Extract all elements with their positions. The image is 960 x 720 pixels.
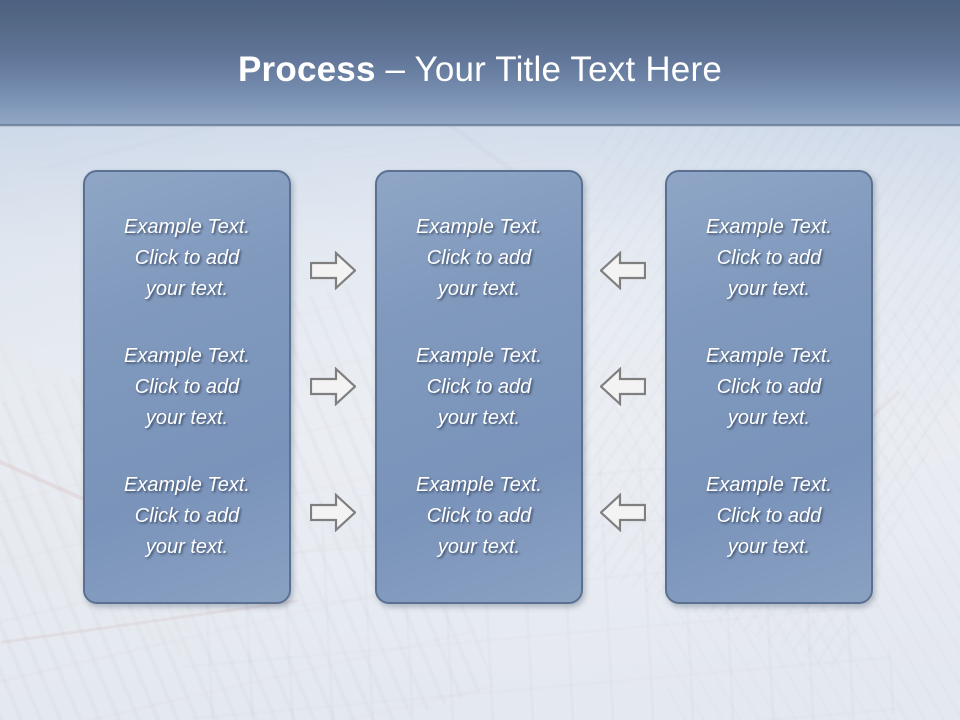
page-title-bold: Process bbox=[238, 50, 376, 89]
arrow-right-icon[interactable] bbox=[310, 367, 356, 406]
page-title-rest: – Your Title Text Here bbox=[375, 50, 722, 89]
process-box-right[interactable]: Example Text. Click to add your text. Ex… bbox=[665, 170, 873, 604]
arrow-left-icon[interactable] bbox=[600, 251, 646, 290]
arrow-right-icon[interactable] bbox=[310, 251, 356, 290]
process-text-right-2[interactable]: Example Text. Click to add your text. bbox=[706, 344, 832, 429]
arrow-right-icon[interactable] bbox=[310, 493, 356, 532]
title-banner-rule bbox=[0, 124, 960, 127]
process-text-middle-1[interactable]: Example Text. Click to add your text. bbox=[416, 215, 542, 300]
process-text-middle-2[interactable]: Example Text. Click to add your text. bbox=[416, 344, 542, 429]
process-text-left-3[interactable]: Example Text. Click to add your text. bbox=[124, 473, 250, 558]
process-text-left-2[interactable]: Example Text. Click to add your text. bbox=[124, 344, 250, 429]
process-box-left[interactable]: Example Text. Click to add your text. Ex… bbox=[83, 170, 291, 604]
page-title: Process – Your Title Text Here bbox=[0, 48, 960, 92]
process-text-right-1[interactable]: Example Text. Click to add your text. bbox=[706, 215, 832, 300]
process-text-right-3[interactable]: Example Text. Click to add your text. bbox=[706, 473, 832, 558]
process-text-left-1[interactable]: Example Text. Click to add your text. bbox=[124, 215, 250, 300]
title-banner bbox=[0, 0, 960, 126]
arrow-left-icon[interactable] bbox=[600, 493, 646, 532]
arrow-left-icon[interactable] bbox=[600, 367, 646, 406]
process-text-middle-3[interactable]: Example Text. Click to add your text. bbox=[416, 473, 542, 558]
process-box-middle[interactable]: Example Text. Click to add your text. Ex… bbox=[375, 170, 583, 604]
